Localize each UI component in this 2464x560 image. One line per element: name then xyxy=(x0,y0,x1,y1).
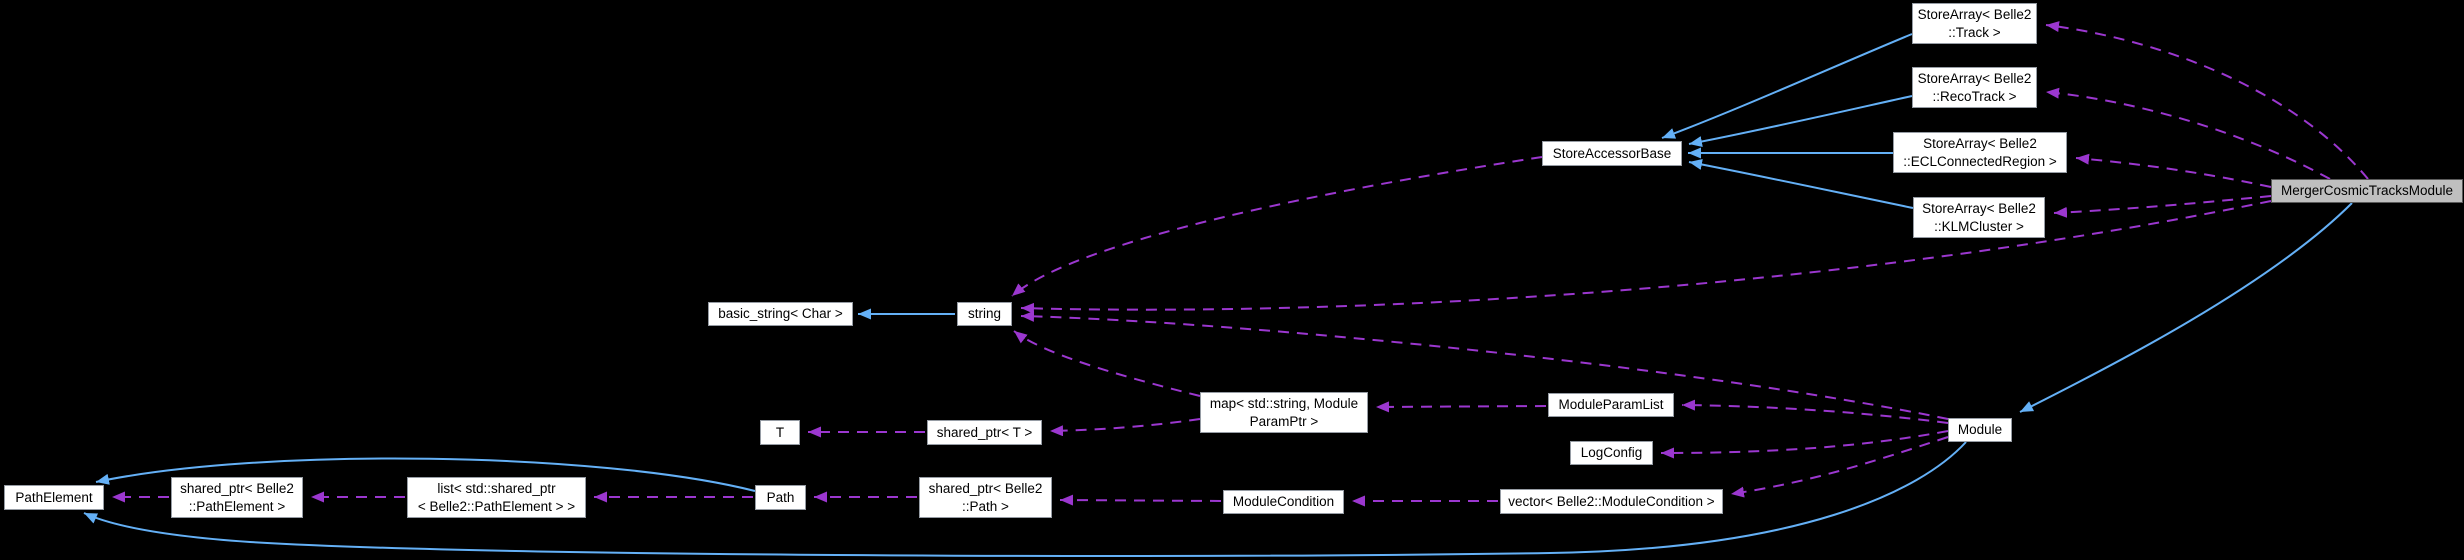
edge-module-to-logconfig xyxy=(1660,430,1949,459)
node-pathelement[interactable]: PathElement xyxy=(4,485,104,510)
node-t[interactable]: T xyxy=(760,420,800,445)
edge-path-to-pathelement xyxy=(95,457,756,492)
edge-mctm-to-string xyxy=(1020,200,2272,314)
node-shared-ptr-belle2-path[interactable]: shared_ptr< Belle2 ::Path > xyxy=(919,477,1052,518)
edge-moduleparamlist-to-map xyxy=(1375,401,1547,413)
edge-mctm-to-storearray-track xyxy=(2045,21,2369,180)
edge-storearray-recotrack-to-storeaccessorbase xyxy=(1688,95,1913,147)
node-shared-ptr-belle2-pathelement[interactable]: shared_ptr< Belle2 ::PathElement > xyxy=(171,477,303,518)
node-storeaccessorbase[interactable]: StoreAccessorBase xyxy=(1542,141,1682,166)
node-path[interactable]: Path xyxy=(755,485,806,510)
edge-module-to-pathelement xyxy=(83,441,1967,557)
edge-storearray-track-to-storeaccessorbase xyxy=(1661,33,1913,139)
edge-mctm-to-storearray-recotrack xyxy=(2045,87,2331,180)
edge-module-to-vector-modulecondition xyxy=(1730,436,1949,498)
node-modulecondition[interactable]: ModuleCondition xyxy=(1223,490,1344,514)
edge-mctm-to-storearray-klm xyxy=(2053,195,2272,218)
edge-modulecondition-to-sharedptr-path xyxy=(1059,494,1222,506)
edge-mctm-to-storearray-ecl xyxy=(2075,153,2272,188)
node-string[interactable]: string xyxy=(957,302,1012,326)
node-map-string-moduleparamptr[interactable]: map< std::string, Module ParamPtr > xyxy=(1200,392,1368,433)
node-storearray-belle2-track[interactable]: StoreArray< Belle2 ::Track > xyxy=(1912,3,2037,44)
edge-storearray-klm-to-storeaccessorbase xyxy=(1688,159,1914,209)
edge-map-to-string xyxy=(1013,330,1201,397)
node-vector-belle2-modulecondition[interactable]: vector< Belle2::ModuleCondition > xyxy=(1500,489,1723,514)
node-storearray-belle2-recotrack[interactable]: StoreArray< Belle2 ::RecoTrack > xyxy=(1912,67,2037,108)
edge-module-to-moduleparamlist xyxy=(1681,399,1949,424)
node-storearray-belle2-eclconnectedregion[interactable]: StoreArray< Belle2 ::ECLConnectedRegion … xyxy=(1893,132,2067,173)
edge-mergercosmictracksmodule-to-module xyxy=(2019,202,2353,413)
node-basic-string-char[interactable]: basic_string< Char > xyxy=(708,302,853,326)
node-shared-ptr-t[interactable]: shared_ptr< T > xyxy=(927,420,1042,445)
edge-module-to-string xyxy=(1020,310,1949,420)
node-storearray-belle2-klmcluster[interactable]: StoreArray< Belle2 ::KLMCluster > xyxy=(1913,197,2045,238)
node-module[interactable]: Module xyxy=(1948,418,2012,442)
edge-storeaccessorbase-to-string xyxy=(1011,156,1543,297)
node-mergercosmictracksmodule: MergerCosmicTracksModule xyxy=(2271,179,2463,203)
edge-map-to-sharedptr-t xyxy=(1049,418,1201,437)
node-moduleparamlist[interactable]: ModuleParamList xyxy=(1548,393,1674,417)
node-list-shared-ptr-pathelement[interactable]: list< std::shared_ptr < Belle2::PathElem… xyxy=(407,477,586,518)
node-logconfig[interactable]: LogConfig xyxy=(1570,441,1653,465)
